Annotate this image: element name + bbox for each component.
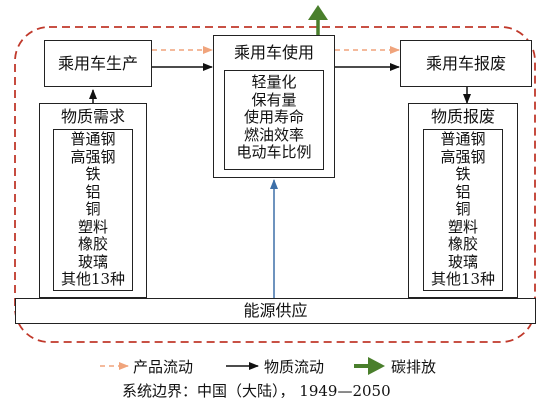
node-use-factor-list: 轻量化 保有量 使用寿命 燃油效率 电动车比例	[224, 70, 324, 170]
node-material-scrap-label: 物质报废	[430, 107, 495, 126]
node-production: 乘用车生产	[44, 40, 152, 87]
material-item: 普通钢	[440, 130, 486, 148]
material-item: 塑料	[447, 217, 478, 236]
legend-material-flow-label: 物质流动	[264, 358, 325, 376]
use-factor-item: 电动车比例	[236, 143, 312, 161]
node-use-label: 乘用车使用	[233, 43, 314, 62]
material-item: 玻璃	[447, 252, 478, 271]
material-item: 铁	[85, 165, 101, 183]
material-item: 高强钢	[70, 147, 116, 166]
material-item: 其他13种	[60, 270, 126, 288]
node-use: 乘用车使用 轻量化 保有量 使用寿命 燃油效率 电动车比例	[213, 35, 335, 178]
material-item: 铜	[85, 200, 101, 218]
use-factor-item: 燃油效率	[243, 125, 304, 144]
node-material-demand-label: 物质需求	[60, 107, 125, 126]
material-item: 高强钢	[440, 147, 486, 166]
material-item: 铁	[455, 165, 471, 183]
node-material-scrap: 物质报废 普通钢 高强钢 铁 铝 铜 塑料 橡胶 玻璃 其他13种	[408, 103, 518, 298]
legend-carbon-label: 碳排放	[391, 358, 437, 376]
material-item: 橡胶	[447, 235, 478, 253]
material-item: 铜	[455, 200, 471, 218]
material-item: 铝	[85, 182, 101, 201]
use-factor-item: 使用寿命	[243, 108, 304, 126]
material-scrap-list: 普通钢 高强钢 铁 铝 铜 塑料 橡胶 玻璃 其他13种	[423, 129, 503, 291]
legend-product-flow-label: 产品流动	[133, 358, 194, 376]
carbon-emission-arrowhead	[308, 5, 328, 20]
material-item: 铝	[455, 182, 471, 201]
legend-carbon-symbol-head	[368, 357, 385, 375]
system-boundary-caption: 系统边界：中国（大陆）， 1949—2050	[122, 382, 391, 400]
use-factor-item: 保有量	[251, 90, 297, 109]
material-item: 塑料	[77, 217, 108, 236]
material-item: 橡胶	[77, 235, 108, 253]
node-production-label: 乘用车生产	[57, 54, 138, 73]
node-material-demand: 物质需求 普通钢 高强钢 铁 铝 铜 塑料 橡胶 玻璃 其他13种	[39, 103, 147, 298]
material-item: 其他13种	[430, 270, 496, 288]
system-boundary	[14, 26, 536, 343]
material-item: 玻璃	[77, 252, 108, 271]
node-energy-supply: 能源供应	[15, 298, 536, 324]
node-energy-supply-label: 能源供应	[243, 301, 308, 320]
node-scrap: 乘用车报废	[400, 40, 532, 87]
material-demand-list: 普通钢 高强钢 铁 铝 铜 塑料 橡胶 玻璃 其他13种	[53, 129, 133, 291]
use-factor-item: 轻量化	[251, 73, 297, 91]
material-item: 普通钢	[70, 130, 116, 148]
node-scrap-label: 乘用车报废	[425, 54, 506, 73]
